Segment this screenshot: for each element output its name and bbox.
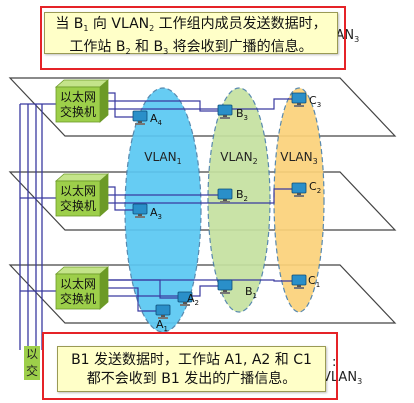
monitor-stand [183,302,187,304]
station-label: A4 [150,112,163,127]
switch-label: 以太网 [60,276,96,291]
workstation: C3 [291,92,321,109]
monitor-stand [161,315,165,317]
station-label: C2 [309,180,321,195]
monitor-base [158,317,168,319]
vlan-group [273,87,325,313]
cables [19,92,292,350]
station-label: B2 [236,188,248,203]
switch-label: 交换机 [60,198,96,213]
monitor-stand [297,193,301,195]
monitor-base [135,123,145,125]
switch-face [55,86,101,123]
station-label: B3 [236,107,248,122]
monitor-icon [217,188,233,200]
switch-side [99,266,109,310]
station-label: A1 [156,318,168,333]
switch-label: 以太网 [60,183,96,198]
switch-top [54,173,110,182]
workstation: A2 [177,291,199,307]
station-cable [100,100,218,112]
monitor-stand [138,121,142,123]
workstation: A1 [155,304,171,333]
workstation: A3 [132,203,162,221]
workstation: B2 [217,188,248,203]
vlan-label: VLAN2 [220,150,257,166]
vlan-label: VLAN1 [144,150,181,166]
switch-side [99,173,109,217]
bottom-peek-left: 以交 [24,346,40,380]
station-label: C3 [309,94,321,109]
bottom-callout-line1: B1 发送数据时，工作站 A1, A2 和 C1 [71,352,312,368]
station-label: A2 [187,292,199,307]
workstation: C2 [291,180,321,197]
monitor-stand [138,214,142,216]
switch-label: 交换机 [60,104,96,119]
monitor-base [294,195,304,197]
monitor-icon [217,279,233,291]
top-callout: 当 B1 向 VLAN2 工作组内成员发送数据时， 工作站 B2 和 B3 将会… [44,12,338,56]
monitor-base [294,105,304,107]
monitor-icon [132,110,148,122]
switch-face [55,180,101,217]
workstation: B1 [217,279,257,300]
monitor-stand [223,115,227,117]
monitor-base [135,216,145,218]
station-label: A3 [150,206,162,221]
station-cable [100,279,292,282]
bottom-highlight-box [42,332,338,400]
monitor-stand [297,285,301,287]
bottom-callout: B1 发送数据时，工作站 A1, A2 和 C1 都不会收到 B1 发出的广播信… [57,346,326,392]
monitor-base [294,287,304,289]
vlan-label: VLAN3 [280,150,317,166]
station-cable [100,287,156,312]
monitor-base [220,117,230,119]
monitor-base [220,292,230,294]
switch-top [54,79,110,88]
bottom-callout-line2: 都不会收到 B1 发出的广播信息。 [86,371,297,387]
vlan-groups: VLAN1 VLAN2 VLAN3 [124,87,325,333]
top-callout-line2: 工作站 B2 和 B3 将会收到广播的信息。 [69,39,313,56]
workstation: B3 [217,104,248,122]
switch-side [99,79,109,123]
switch-top [54,266,110,275]
monitor-icon [132,203,148,215]
monitor-base [220,201,230,203]
vlan-group [207,87,271,313]
workstation: A4 [132,110,163,127]
station-label: B1 [245,285,257,300]
top-callout-line1: 当 B1 向 VLAN2 工作组内成员发送数据时， [55,16,327,33]
monitor-stand [297,103,301,105]
switch-label: 交换机 [60,291,96,306]
station-cable [100,98,292,110]
switch-label: 以太网 [60,89,96,104]
monitor-icon [155,304,171,316]
monitor-icon [291,92,307,104]
bottom-peek-colon: : [332,355,337,370]
monitor-stand [223,199,227,201]
switch-face [55,273,101,310]
workstation: C1 [291,274,320,289]
top-highlight-box [40,6,346,70]
station-cable [100,188,292,204]
monitor-icon [291,182,307,194]
bottom-peek-right: VLAN3 [322,370,363,386]
station-cable [100,285,218,297]
monitor-stand [223,290,227,292]
monitor-icon [291,274,307,286]
station-label: C1 [308,274,320,289]
monitor-base [180,304,190,306]
monitor-icon [217,104,233,116]
